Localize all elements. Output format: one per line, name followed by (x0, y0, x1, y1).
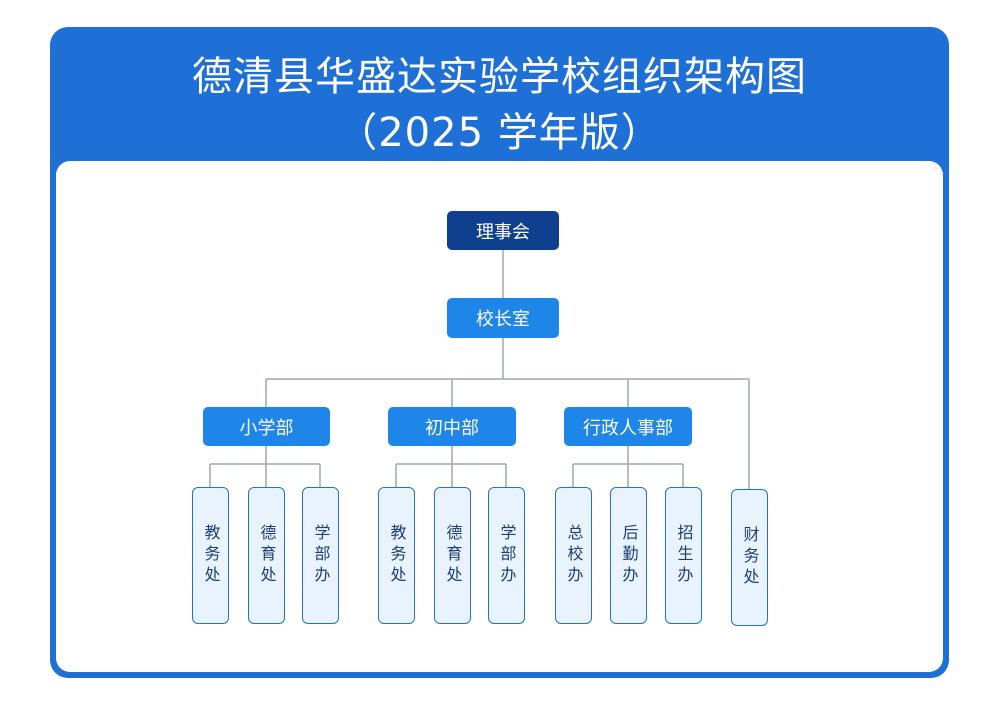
node-junior-moral-education: 德育处 (434, 487, 471, 624)
node-primary-moral-education: 德育处 (248, 487, 285, 624)
node-finance-office: 财务处 (731, 489, 768, 626)
node-junior-division: 初中部 (388, 407, 516, 446)
node-admissions-office: 招生办 (665, 487, 702, 624)
node-general-office: 总校办 (555, 487, 592, 624)
node-logistics-office: 后勤办 (610, 487, 647, 624)
node-board: 理事会 (447, 211, 559, 250)
node-junior-academic-affairs: 教务处 (378, 487, 415, 624)
title-line-1: 德清县华盛达实验学校组织架构图 (192, 54, 807, 100)
node-primary-division: 小学部 (203, 407, 330, 446)
chart-title: 德清县华盛达实验学校组织架构图 （2025 学年版） (50, 49, 949, 161)
node-admin-division: 行政人事部 (564, 407, 692, 446)
node-primary-division-office: 学部办 (302, 487, 339, 624)
title-line-2: （2025 学年版） (337, 110, 662, 156)
node-principal-office: 校长室 (447, 298, 559, 338)
node-primary-academic-affairs: 教务处 (192, 487, 229, 624)
node-junior-division-office: 学部办 (488, 487, 525, 624)
